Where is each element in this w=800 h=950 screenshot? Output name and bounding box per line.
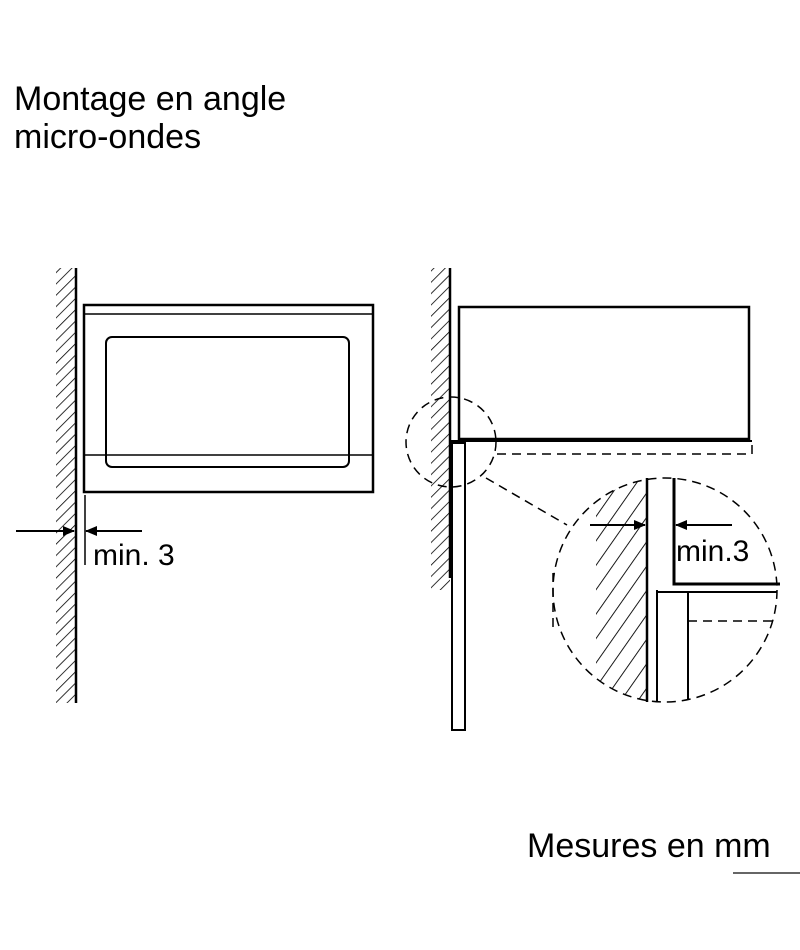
side-view — [405, 268, 753, 731]
left-gap-label: min. 3 — [93, 539, 175, 572]
footer-underline — [733, 872, 800, 874]
detail-microwave-corner — [672, 478, 780, 586]
cabinet-side-panel — [451, 442, 466, 731]
front-view: min. 3 — [16, 268, 375, 703]
detail-callout-circle — [405, 396, 497, 488]
detail-view: min.3 — [552, 477, 780, 703]
detail-magnify-circle — [552, 477, 778, 703]
title-line-1: Montage en angle — [14, 80, 287, 118]
title-line-2: micro-ondes — [14, 118, 202, 156]
units-note: Mesures en mm — [527, 827, 771, 865]
microwave-outer-frame — [82, 303, 375, 494]
right-wall-hatching — [431, 268, 450, 590]
detail-wall-hatching — [596, 480, 647, 702]
cabinet-hidden-line — [497, 441, 753, 455]
microwave-body — [457, 305, 751, 441]
left-wall-hatching — [56, 268, 76, 703]
detail-gap-label: min.3 — [676, 535, 749, 568]
microwave-door-window — [105, 336, 350, 468]
diagram-title: Montage en angle micro-ondes — [14, 80, 286, 156]
detail-leader-top — [485, 477, 568, 526]
